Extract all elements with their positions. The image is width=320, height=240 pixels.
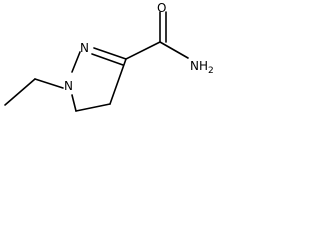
bond-c4-c5	[75, 103, 111, 112]
atom-nh2-main: NH	[190, 59, 208, 73]
bond-c-nh2	[159, 41, 189, 59]
bond-n2-c3-double-a	[93, 47, 127, 60]
atom-oxygen-label: O	[157, 1, 166, 15]
chemical-structure: N N O NH2	[4, 1, 214, 112]
bond-c3-c4	[109, 58, 127, 105]
bond-n2-c3-double-b	[91, 53, 124, 66]
atom-n1-label: N	[64, 79, 73, 93]
atom-n2-label: N	[80, 41, 89, 55]
bond-c5-n1	[71, 94, 77, 112]
bond-ch3-ch2	[4, 78, 36, 106]
bond-n1-n2	[71, 51, 81, 73]
bond-ch2-n1	[34, 78, 64, 89]
atom-nh2-label: NH2	[190, 59, 214, 76]
atom-nh2-subscript: 2	[208, 66, 214, 76]
bond-c3-ccarbonyl	[125, 41, 161, 60]
